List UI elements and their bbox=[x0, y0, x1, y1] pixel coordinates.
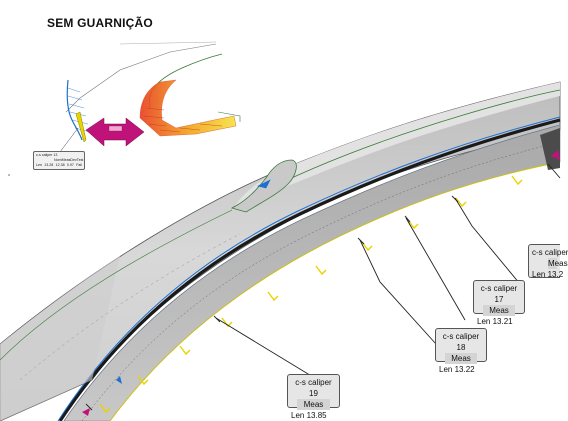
hatch bbox=[199, 123, 223, 127]
mini-row-label: Len bbox=[36, 163, 42, 167]
tick-dark bbox=[404, 215, 411, 223]
mini-callout-columns: Nom Meas Dev Test bbox=[36, 158, 84, 163]
hatch bbox=[67, 87, 81, 93]
panel-left-edge bbox=[0, 209, 233, 361]
inset-heat-hatch bbox=[143, 107, 223, 133]
callout-value: Len 13.2 bbox=[532, 270, 564, 279]
mini-val-nom: 13.28 bbox=[44, 163, 54, 167]
page-title: SEM GUARNIÇÃO bbox=[47, 16, 153, 30]
mini-val-dev: 0.97 bbox=[66, 163, 74, 167]
marker-yellow bbox=[511, 175, 523, 186]
marker-yellow bbox=[99, 403, 111, 414]
marker-yellow bbox=[179, 345, 191, 356]
hatch bbox=[145, 107, 165, 111]
inset-heat-map bbox=[139, 79, 237, 137]
panel-left-area bbox=[0, 256, 120, 421]
caliper-callout-19[interactable]: c-s caliper 19 Meas Len 13.85 bbox=[287, 374, 340, 420]
callout-title: c-s caliper bbox=[532, 248, 568, 257]
caliper-callout-18[interactable]: c-s caliper 18 Meas Len 13.22 bbox=[435, 328, 487, 374]
marker-yellow bbox=[267, 291, 279, 302]
inset-right-line bbox=[217, 111, 241, 122]
leader-19 bbox=[359, 239, 437, 345]
hatch bbox=[67, 95, 83, 101]
panel-gap-line bbox=[58, 118, 561, 421]
caliper-callout-partial[interactable]: c-s caliper Meas Len 13.2 bbox=[528, 244, 568, 279]
callout-title: c-s caliper 19 bbox=[295, 378, 332, 398]
hatch bbox=[143, 115, 165, 119]
marker-yellow bbox=[455, 197, 467, 208]
mini-val-meas: 12.38 bbox=[55, 163, 65, 167]
leader-18 bbox=[405, 217, 466, 321]
blue-mark-bottom bbox=[116, 376, 122, 384]
tick-dark bbox=[357, 237, 365, 245]
marker-yellow bbox=[221, 317, 233, 328]
callout-value: Len 13.21 bbox=[477, 317, 513, 326]
callout-title: c-s caliper 18 bbox=[442, 332, 480, 352]
callout-label: Meas bbox=[445, 353, 477, 364]
flange-lower-edge bbox=[109, 161, 561, 421]
inset-frame-line bbox=[65, 43, 217, 113]
caliper-callout-17[interactable]: c-s caliper 17 Meas Len 13.21 bbox=[473, 280, 525, 326]
marker-yellow bbox=[315, 265, 327, 276]
gap-arrow-icon bbox=[85, 117, 145, 147]
callout-label: Meas bbox=[483, 305, 515, 316]
callout-label: Meas bbox=[297, 399, 330, 410]
mini-callout-values: Len 13.28 12.38 0.97 Fail bbox=[36, 163, 82, 168]
inset-leader bbox=[59, 127, 79, 153]
marker-yellow bbox=[407, 219, 419, 230]
inset-blue-profile bbox=[66, 79, 83, 141]
mini-val-test: Fail bbox=[76, 163, 82, 167]
right-edge-strip bbox=[540, 128, 560, 170]
callout-value: Len 13.22 bbox=[439, 365, 475, 374]
mini-col-test: Test bbox=[76, 158, 84, 162]
leader-13r bbox=[547, 163, 561, 179]
mini-col-dev: Dev bbox=[70, 158, 77, 162]
hatch bbox=[159, 129, 181, 133]
callout-leaders bbox=[215, 163, 561, 381]
inset-top-line bbox=[119, 41, 217, 45]
mini-callout-title: c-s caliper 13 bbox=[36, 153, 58, 157]
mini-col-nom: Nom bbox=[54, 158, 62, 162]
magenta-mark-right bbox=[551, 150, 560, 160]
hatch bbox=[179, 127, 201, 131]
callout-label: Meas bbox=[548, 258, 568, 269]
callout-value: Len 13.85 bbox=[291, 411, 327, 420]
inset-yellow-flange bbox=[75, 111, 87, 143]
stray-dot bbox=[8, 174, 10, 176]
marker-yellow bbox=[137, 375, 149, 386]
flange-inner-line bbox=[81, 141, 561, 421]
callout-title: c-s caliper 17 bbox=[480, 284, 518, 304]
leader-17 bbox=[454, 197, 521, 285]
mini-col-meas: Meas bbox=[61, 158, 71, 162]
marker-yellow bbox=[361, 241, 373, 252]
arrow-label-box bbox=[108, 125, 123, 132]
panel-gap-blue bbox=[57, 116, 561, 421]
leader-19b bbox=[215, 317, 319, 381]
tick-dark bbox=[85, 403, 93, 411]
corner-blue-mark bbox=[257, 179, 271, 189]
panel-upper-band bbox=[232, 82, 560, 210]
inset-view bbox=[59, 41, 241, 153]
magenta-mark-bottom bbox=[82, 408, 90, 416]
hatch bbox=[68, 103, 85, 109]
flange-markers bbox=[99, 175, 523, 414]
hatch bbox=[147, 123, 167, 127]
inset-caliper-callout[interactable]: c-s caliper 13 Nom Meas Dev Test Len 13.… bbox=[33, 151, 85, 170]
